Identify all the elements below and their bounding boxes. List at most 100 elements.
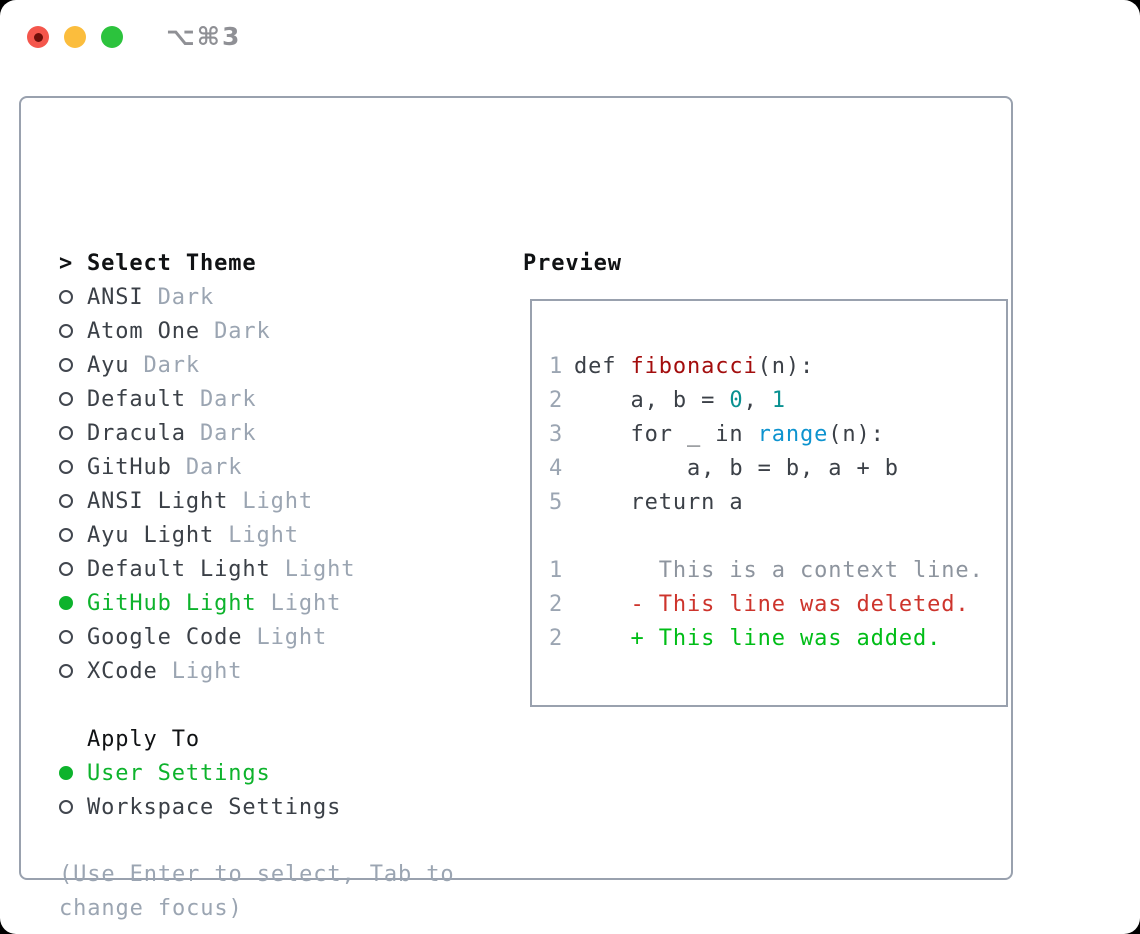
option-label: Ayu bbox=[87, 352, 130, 378]
option-label: Ayu Light bbox=[87, 522, 215, 548]
theme-variant-label: Dark bbox=[171, 454, 243, 480]
zoom-button[interactable] bbox=[101, 26, 123, 48]
code-line: 4 a, b = b, a + b bbox=[549, 452, 1006, 486]
spacer bbox=[59, 688, 355, 722]
theme-option[interactable]: ANSI Light Light bbox=[59, 484, 355, 518]
theme-option[interactable]: XCode Light bbox=[59, 654, 355, 688]
radio-icon bbox=[59, 562, 73, 576]
section-title: Select Theme bbox=[87, 250, 257, 276]
radio-icon bbox=[59, 528, 73, 542]
radio-icon bbox=[59, 358, 73, 372]
close-dot-icon bbox=[33, 32, 43, 42]
option-label: Dracula bbox=[87, 420, 186, 446]
line-number: 2 bbox=[549, 626, 564, 651]
line-number: 4 bbox=[549, 456, 564, 481]
code-segment: a, b = b, a + b bbox=[574, 456, 899, 481]
titlebar-traffic-lights bbox=[27, 26, 123, 48]
line-number: 1 bbox=[549, 354, 564, 379]
code-line: 2 - This line was deleted. bbox=[549, 588, 1006, 622]
option-label: Workspace Settings bbox=[87, 794, 342, 820]
theme-variant-label: Light bbox=[270, 556, 356, 582]
radio-icon bbox=[59, 324, 73, 338]
code-segment: fibonacci bbox=[630, 354, 758, 379]
code-segment: - This line was deleted. bbox=[574, 592, 970, 617]
theme-option[interactable]: GitHub Dark bbox=[59, 450, 355, 484]
minimize-button[interactable] bbox=[64, 26, 86, 48]
radio-icon bbox=[59, 664, 73, 678]
theme-option[interactable]: Ayu Dark bbox=[59, 348, 355, 382]
select-theme-header: > Select Theme bbox=[59, 246, 355, 280]
close-button[interactable] bbox=[27, 26, 49, 48]
code-segment: , bbox=[743, 388, 772, 413]
preview-title: Preview bbox=[523, 250, 622, 276]
code-line: 2 + This line was added. bbox=[549, 622, 1006, 656]
radio-icon bbox=[59, 800, 73, 814]
option-label: ANSI bbox=[87, 284, 144, 310]
theme-option[interactable]: Atom One Dark bbox=[59, 314, 355, 348]
radio-selected-icon bbox=[59, 766, 73, 780]
code-segment: for _ in bbox=[574, 422, 758, 447]
line-number: 2 bbox=[549, 592, 564, 617]
theme-variant-label: Light bbox=[256, 590, 342, 616]
code-segment: 0 bbox=[729, 388, 744, 413]
option-label: GitHub bbox=[87, 454, 172, 480]
code-segment: This is a context line. bbox=[574, 558, 984, 583]
option-label: ANSI Light bbox=[87, 488, 229, 514]
theme-option[interactable]: GitHub Light Light bbox=[59, 586, 355, 620]
theme-variant-label: Light bbox=[214, 522, 299, 548]
option-label: Google Code bbox=[87, 624, 243, 650]
code-line: 3 for _ in range(n): bbox=[549, 418, 1006, 452]
theme-variant-label: Dark bbox=[129, 352, 201, 378]
option-label: XCode bbox=[87, 658, 158, 684]
radio-icon bbox=[59, 426, 73, 440]
theme-option[interactable]: Ayu Light Light bbox=[59, 518, 355, 552]
code-segment: + This line was added. bbox=[574, 626, 942, 651]
apply-to-option[interactable]: User Settings bbox=[59, 756, 355, 790]
radio-selected-icon bbox=[59, 596, 73, 610]
code-line bbox=[549, 520, 1006, 554]
line-number: 5 bbox=[549, 490, 564, 515]
theme-option[interactable]: Default Light Light bbox=[59, 552, 355, 586]
line-number: 1 bbox=[549, 558, 564, 583]
line-number: 3 bbox=[549, 422, 564, 447]
option-label: User Settings bbox=[87, 760, 271, 786]
theme-option[interactable]: Dracula Dark bbox=[59, 416, 355, 450]
theme-option[interactable]: Google Code Light bbox=[59, 620, 355, 654]
theme-variant-label: Dark bbox=[200, 318, 271, 344]
code-segment: a, b = bbox=[574, 388, 730, 413]
radio-icon bbox=[59, 460, 73, 474]
theme-variant-label: Light bbox=[157, 658, 243, 684]
option-label: Default bbox=[87, 386, 186, 412]
radio-icon bbox=[59, 494, 73, 508]
focus-caret-icon: > bbox=[59, 250, 73, 276]
radio-icon bbox=[59, 290, 73, 304]
code-segment: range bbox=[757, 422, 829, 447]
section-title: Apply To bbox=[87, 726, 201, 752]
code-segment: (n): bbox=[828, 422, 885, 447]
radio-icon bbox=[59, 392, 73, 406]
code-line: 2 a, b = 0, 1 bbox=[549, 384, 1006, 418]
window-title-shortcut: ⌥⌘3 bbox=[166, 22, 242, 51]
code-segment: return a bbox=[574, 490, 744, 515]
theme-variant-label: Dark bbox=[185, 386, 257, 412]
theme-option[interactable]: Default Dark bbox=[59, 382, 355, 416]
radio-icon bbox=[59, 630, 73, 644]
option-label: Atom One bbox=[87, 318, 201, 344]
theme-variant-label: Dark bbox=[185, 420, 257, 446]
apply-to-option[interactable]: Workspace Settings bbox=[59, 790, 355, 824]
code-segment: (n): bbox=[757, 354, 815, 379]
code-line: 1 This is a context line. bbox=[549, 554, 1006, 588]
code-line: 5 return a bbox=[549, 486, 1006, 520]
line-number: 2 bbox=[549, 388, 564, 413]
theme-variant-label: Light bbox=[228, 488, 314, 514]
theme-option[interactable]: ANSI Dark bbox=[59, 280, 355, 314]
apply-to-header: Apply To bbox=[59, 722, 355, 756]
keyboard-hint-text: (Use Enter to select, Tab to change focu… bbox=[59, 862, 455, 921]
